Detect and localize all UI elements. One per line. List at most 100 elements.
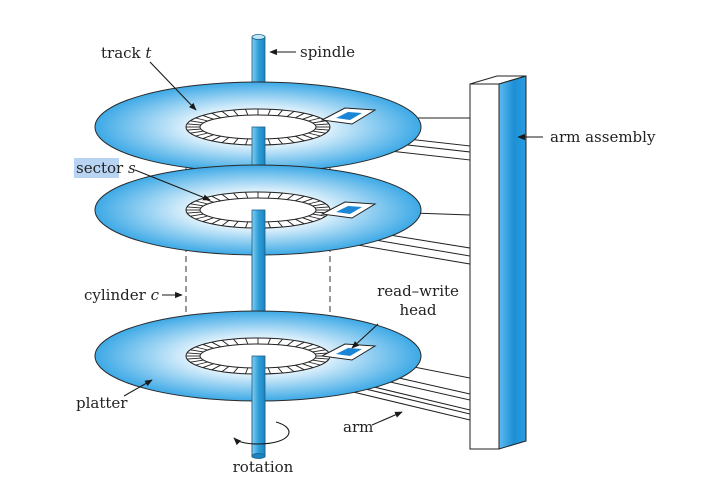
sector-divider	[195, 346, 208, 351]
spindle-label: spindle	[300, 43, 355, 61]
sector-divider	[308, 361, 321, 366]
arm-assembly	[469, 75, 527, 450]
sector-divider	[245, 138, 249, 145]
sector-divider	[302, 217, 314, 223]
sector-divider	[308, 200, 321, 205]
sector-divider	[312, 203, 326, 207]
sector-highlight	[74, 158, 119, 178]
sector-divider	[286, 366, 295, 372]
sector-divider	[221, 111, 230, 117]
sector-divider	[302, 197, 314, 203]
sector-divider	[245, 192, 249, 199]
sector-divider	[211, 218, 221, 225]
sector-divider	[286, 111, 295, 117]
sector-divider	[245, 109, 249, 116]
sector-divider	[295, 135, 305, 142]
sector-divider	[211, 364, 221, 371]
sector-divider	[211, 112, 221, 119]
sector-divider	[312, 130, 326, 134]
sector-divider	[277, 138, 283, 145]
read-write-label: read–write	[377, 282, 459, 300]
sector-divider	[286, 340, 295, 346]
arm-label: arm	[343, 418, 373, 436]
sector-label: sector s	[76, 159, 136, 177]
sector-divider	[245, 338, 249, 345]
sector-divider	[190, 213, 204, 217]
cylinder-label: cylinder c	[84, 286, 160, 304]
sector-divider	[187, 352, 201, 355]
sector-divider	[195, 361, 208, 366]
sector-divider	[295, 218, 305, 225]
arm-assembly-front	[469, 83, 500, 450]
sector-divider	[286, 220, 295, 226]
sector-divider	[211, 195, 221, 202]
arm-assembly-label: arm assembly	[550, 128, 656, 146]
sector-divider	[190, 120, 204, 124]
platter-leader	[123, 379, 153, 397]
sector-divider	[267, 192, 271, 199]
sector-divider	[187, 357, 201, 360]
sector-divider	[233, 221, 239, 228]
sector-divider	[202, 217, 214, 223]
arm-leader	[371, 411, 403, 426]
sector-divider	[187, 128, 201, 131]
sector-divider	[308, 215, 321, 220]
sector-divider	[308, 132, 321, 137]
sector-divider	[190, 349, 204, 353]
sector-divider	[221, 220, 230, 226]
track-leader	[149, 61, 197, 111]
sector-divider	[315, 123, 329, 126]
sector-divider	[195, 215, 208, 220]
head-2-pad	[336, 206, 362, 214]
sector-divider	[308, 117, 321, 122]
sector-divider	[190, 203, 204, 207]
sector-divider	[295, 364, 305, 371]
sector-divider	[233, 192, 239, 199]
sector-divider	[277, 192, 283, 199]
spindle-top	[251, 34, 266, 40]
platter-2-sectors	[186, 192, 330, 228]
sector-divider	[202, 343, 214, 349]
sector-divider	[221, 194, 230, 200]
arm-assembly-side	[498, 75, 527, 450]
head-3-pad	[336, 348, 362, 356]
rotation-arrow	[233, 421, 290, 446]
sector-divider	[195, 132, 208, 137]
sector-divider	[195, 200, 208, 205]
sector-divider	[211, 341, 221, 348]
sector-divider	[286, 194, 295, 200]
heads	[320, 107, 377, 361]
sector-divider	[233, 138, 239, 145]
sector-divider	[295, 195, 305, 202]
sector-divider	[187, 206, 201, 209]
sector-divider	[295, 112, 305, 119]
sector-divider	[277, 109, 283, 116]
sector-divider	[312, 120, 326, 124]
track-label: track t	[101, 44, 152, 62]
sector-divider	[302, 343, 314, 349]
sector-leader	[134, 169, 211, 201]
sector-divider	[277, 338, 283, 345]
sector-divider	[302, 114, 314, 120]
sector-divider	[315, 357, 329, 360]
sector-divider	[233, 109, 239, 116]
sector-divider	[221, 137, 230, 143]
sector-divider	[267, 338, 271, 345]
platter-3-sectors	[186, 338, 330, 374]
sector-divider	[312, 349, 326, 353]
rotation-label: rotation	[233, 458, 294, 476]
sector-divider	[315, 128, 329, 131]
sector-divider	[187, 211, 201, 214]
sector-divider	[267, 221, 271, 228]
sector-divider	[295, 341, 305, 348]
sector-divider	[233, 367, 239, 374]
sector-divider	[245, 367, 249, 374]
head-leader	[351, 323, 379, 349]
sector-divider	[267, 138, 271, 145]
sector-divider	[190, 130, 204, 134]
sector-divider	[202, 363, 214, 369]
spindle-segment-3	[251, 355, 266, 457]
sector-divider	[312, 213, 326, 217]
